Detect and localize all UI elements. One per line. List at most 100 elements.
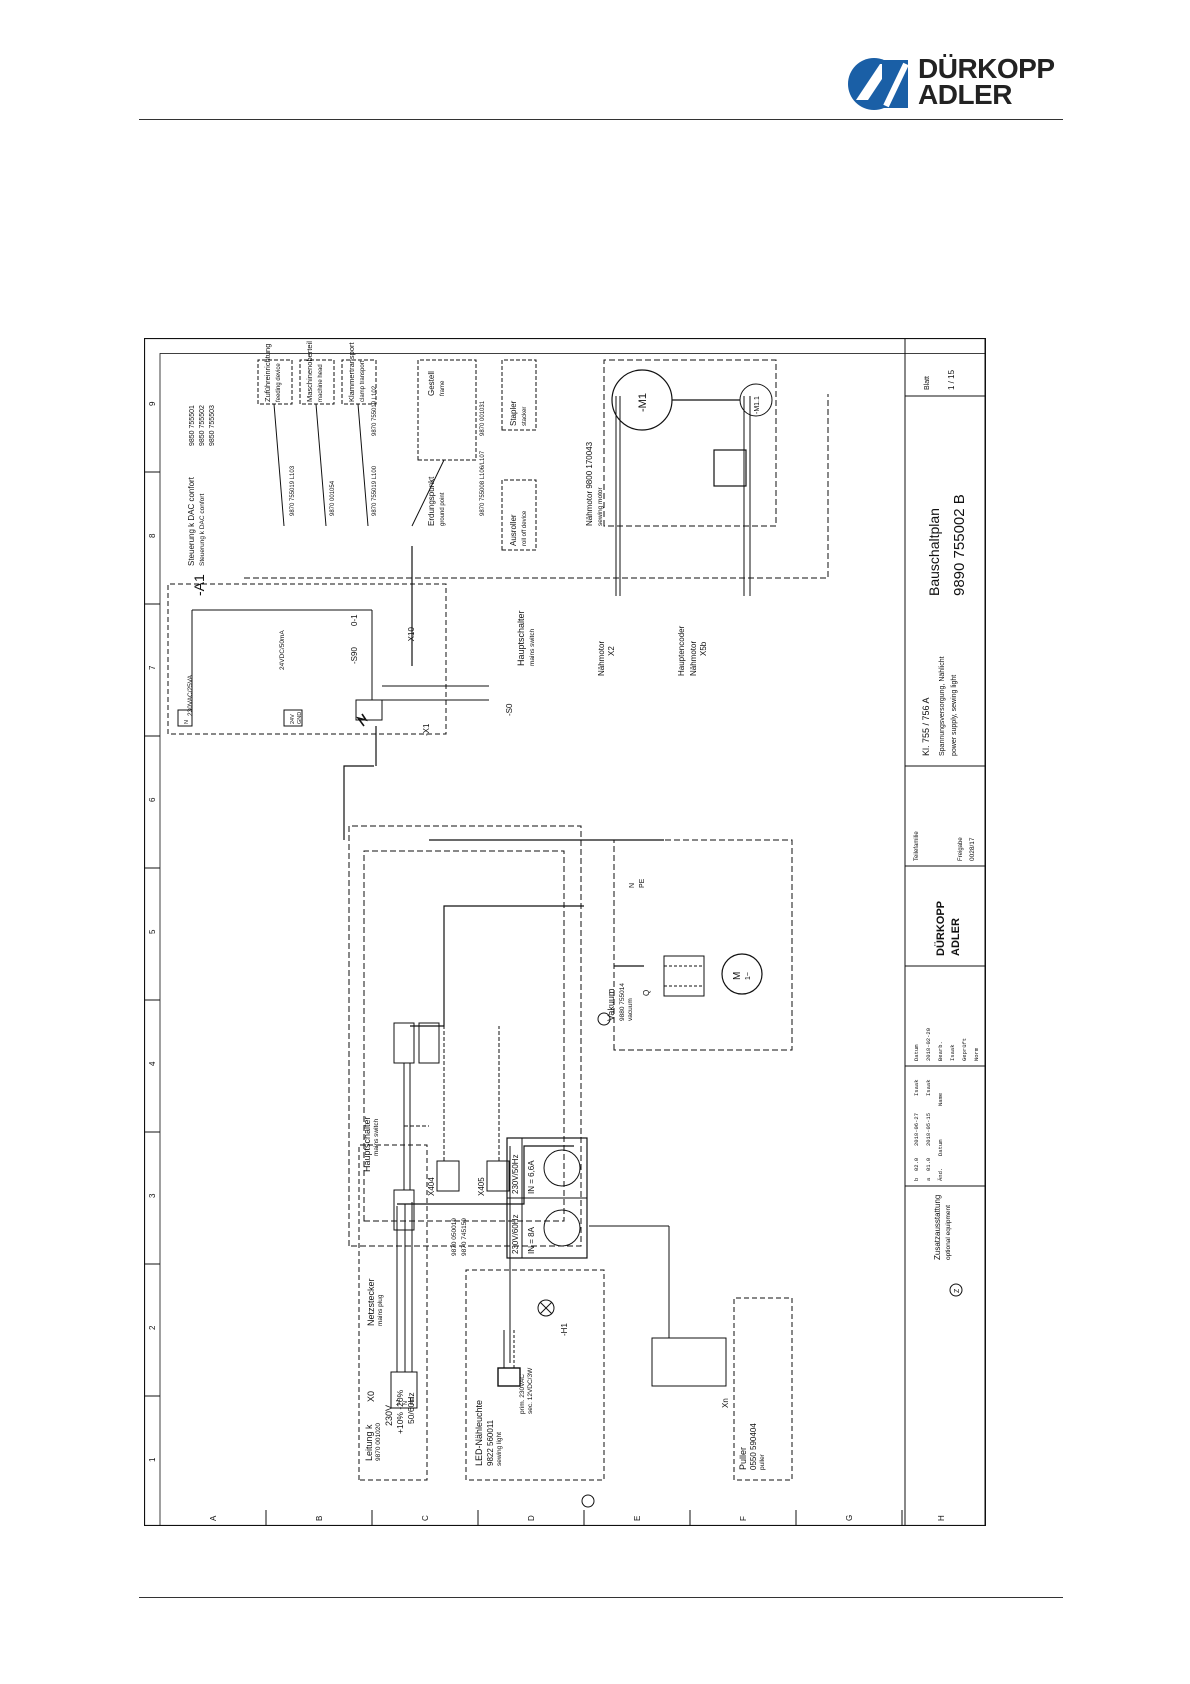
svg-text:Norm: Norm xyxy=(973,1047,980,1061)
plan-number: 9890 755002 B xyxy=(951,494,968,596)
desc-de: Spannungsversorgung, Nählicht xyxy=(939,656,946,756)
row-a: A xyxy=(209,1515,218,1521)
target-frame: Gestell xyxy=(427,371,436,396)
target-head: Maschinenoberteil xyxy=(305,341,314,402)
s90-ref: -S90 xyxy=(350,647,359,664)
vacuum-block: Vakuum 9880 755014 vacuum Q M 1~ N PE xyxy=(429,839,793,1051)
row-c: C xyxy=(421,1515,430,1521)
netzstecker-ref: X0 xyxy=(366,1391,376,1402)
row-h: H xyxy=(937,1515,946,1521)
supply-left-title: 230V/60Hz xyxy=(511,1214,520,1254)
x5b-ref: X5b xyxy=(699,641,708,656)
row-d: D xyxy=(527,1515,536,1521)
svg-text:Geprüft: Geprüft xyxy=(961,1038,968,1061)
svg-text:2018-06-27: 2018-06-27 xyxy=(913,1113,920,1146)
vakuum-pe: PE xyxy=(639,878,646,888)
tb-brand-1: DÜRKOPP xyxy=(934,901,947,956)
puller-sub: puller xyxy=(759,1453,766,1470)
optional-title: Zusatzausstattung xyxy=(933,1195,942,1260)
col-1: 1 xyxy=(148,1457,157,1462)
col-2: 2 xyxy=(148,1325,157,1330)
hs2-title: Hauptschalter xyxy=(516,610,526,666)
x5b-sub: Nähmotor xyxy=(689,641,698,676)
row-e: E xyxy=(633,1516,642,1521)
hs1-sub: mains switch xyxy=(373,1118,380,1156)
svg-text:clamp transport: clamp transport xyxy=(360,360,366,402)
row-markers: A B C D E F G H xyxy=(209,1510,946,1526)
svg-text:PE: PE xyxy=(410,1397,416,1405)
freigabe: Freigabe xyxy=(958,837,964,861)
mains-switch-block: Hauptschalter mains switch X404 X405 987… xyxy=(348,825,582,1256)
power-spec-1: 230VAC/25VA xyxy=(187,674,194,716)
target-clamp: Klammertransport xyxy=(347,341,356,402)
netzstecker-title: Netzstecker xyxy=(366,1278,376,1326)
optional-note: Z Zusatzausstattung optional equipment xyxy=(933,1195,963,1297)
control-unit-block: -A1 Steuerung k DAC confort Steuerung k … xyxy=(187,394,829,676)
lamp-icon xyxy=(537,1299,555,1317)
wiring xyxy=(343,726,644,1205)
steuerung-title: Steuerung k DAC confort xyxy=(187,476,196,566)
col-6: 6 xyxy=(148,797,157,802)
leitung-tolerance: +10% -20% xyxy=(395,1389,405,1434)
steuerung-sub: Steuerung k DAC confort xyxy=(199,494,206,566)
svg-text:feeding device: feeding device xyxy=(276,363,282,402)
motor-title: Nähmotor 9800 170043 xyxy=(585,441,594,526)
steuerung-part-3: 9850 755503 xyxy=(209,405,216,446)
brand-line-2: ADLER xyxy=(918,79,1012,110)
svg-text:Bearb.: Bearb. xyxy=(937,1041,944,1061)
sewing-motor-block: Nähmotor 9800 170043 sewing motor -M1 -M… xyxy=(585,359,777,527)
vakuum-motor: M xyxy=(732,972,743,980)
power-spec-2: 24VDC/50mA xyxy=(279,630,286,670)
sheet-number: 1 / 15 xyxy=(947,369,956,390)
led-sub: sewing light xyxy=(496,1432,503,1466)
vakuum-q: Q xyxy=(642,990,651,996)
svg-text:b: b xyxy=(913,1178,920,1181)
target-roll-off: Ausroller xyxy=(509,514,518,546)
steuerung-part-1: 9850 755501 xyxy=(189,405,196,446)
col-3: 3 xyxy=(148,1193,157,1198)
plan-title: Bauschaltplan xyxy=(926,508,942,596)
led-sewing-light-block: LED-Nähleuchte 9822 560011 sewing light … xyxy=(465,1146,605,1508)
target-feeding: Zuführeinrichtung xyxy=(263,344,272,402)
s0-ref: -S0 xyxy=(505,703,514,716)
svg-text:9870 745159: 9870 745159 xyxy=(461,1218,468,1256)
svg-text:Änd.: Änd. xyxy=(937,1168,944,1181)
cable-4: 9870 755019 L102 xyxy=(372,385,378,436)
title-block: b 02.0 2018-06-27 Isaak a 01.0 2018-05-1… xyxy=(904,338,986,1526)
svg-text:ground point: ground point xyxy=(440,492,446,526)
svg-text:2018-05-15: 2018-05-15 xyxy=(925,1113,932,1146)
puller-part: 0550 590404 xyxy=(749,1423,758,1470)
footer-rule xyxy=(139,1597,1063,1598)
x5b-title: Hauptencoder xyxy=(677,625,686,676)
col-7: 7 xyxy=(148,665,157,670)
connection-targets: Zuführeinrichtung feeding device Maschin… xyxy=(257,341,537,551)
header-rule xyxy=(139,119,1063,120)
svg-text:frame: frame xyxy=(440,380,446,396)
svg-text:Datum: Datum xyxy=(913,1044,920,1061)
col-5: 5 xyxy=(148,929,157,934)
supply-left-current: IN = 8A xyxy=(527,1226,536,1254)
led-title: LED-Nähleuchte xyxy=(474,1400,484,1466)
vakuum-phase: 1~ xyxy=(745,972,752,980)
svg-text:Name: Name xyxy=(937,1093,944,1106)
hs2-sub: mains switch xyxy=(529,628,536,666)
svg-text:Isaak: Isaak xyxy=(949,1044,956,1061)
led-ref: -H1 xyxy=(560,1323,569,1336)
schematic-svg: 1 2 3 4 5 6 7 8 9 A B C D xyxy=(144,338,986,1526)
led-prim: prim. 230VAC xyxy=(519,1374,526,1414)
motor-sub: sewing motor xyxy=(597,487,604,526)
svg-text:01.0: 01.0 xyxy=(925,1158,932,1171)
vakuum-title: Vakuum xyxy=(606,989,616,1021)
hs1-title: Hauptschalter xyxy=(362,1116,372,1172)
netzstecker-sub: mains plug xyxy=(377,1294,384,1326)
steuerung-part-2: 9850 755502 xyxy=(199,405,206,446)
leitung-part: 9870 001020 xyxy=(375,1423,382,1461)
col-8: 8 xyxy=(148,533,157,538)
kl-title: Kl. 755 / 756 A xyxy=(921,697,931,756)
led-sec: sec. 12VDC/3W xyxy=(527,1367,534,1414)
col-4: 4 xyxy=(148,1061,157,1066)
vakuum-n: N xyxy=(629,883,636,888)
x2-title: Nähmotor xyxy=(597,641,606,676)
svg-text:N: N xyxy=(184,720,190,724)
target-stacker: Stapler xyxy=(509,400,518,426)
